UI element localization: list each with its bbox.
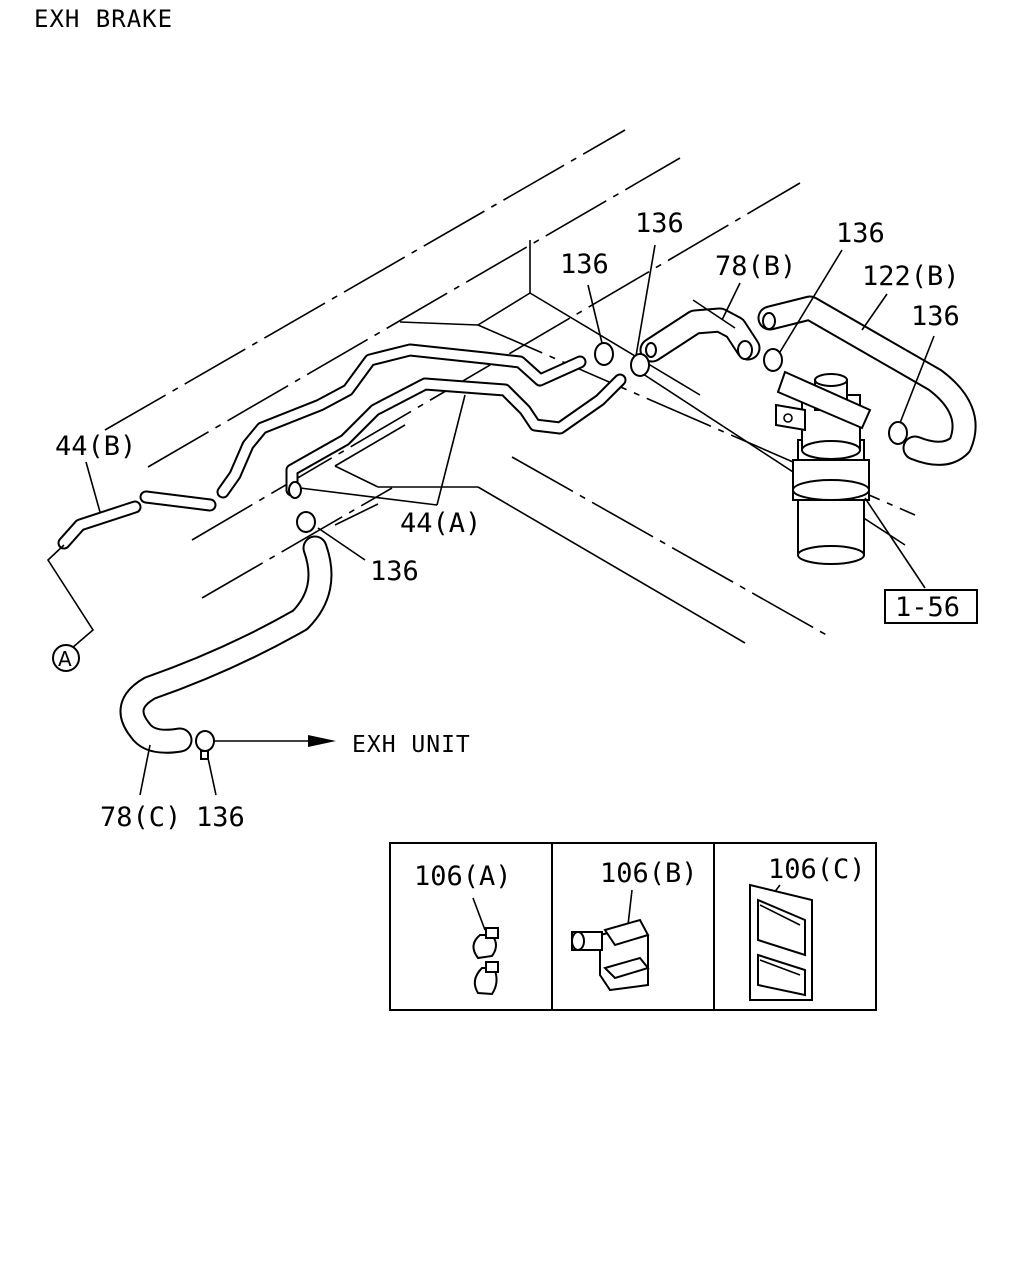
hose-78b <box>639 307 761 363</box>
reference-label: 1-56 <box>895 592 960 623</box>
hose-122b <box>757 295 977 466</box>
hose-44a <box>285 373 627 497</box>
reference-box: 1-56 <box>884 589 978 624</box>
hose-78c <box>119 535 333 754</box>
clip-106a-drawing <box>472 897 499 996</box>
clip-106c-label: 106(C) <box>768 854 866 885</box>
exh-unit-arrow <box>215 735 336 747</box>
leader-lines <box>46 244 935 796</box>
clip-106c-drawing <box>749 883 813 1001</box>
callout-136-lower: 136 <box>370 556 419 587</box>
callout-136-top-mid: 136 <box>635 208 684 239</box>
diagram-title: EXH BRAKE <box>34 5 173 33</box>
exh-unit-label: EXH UNIT <box>352 732 471 758</box>
hose-44b <box>57 343 587 550</box>
callout-136-right: 136 <box>836 218 885 249</box>
exhaust-brake-valve <box>775 370 872 565</box>
marker-a-label: A <box>58 647 72 671</box>
hose-clamps <box>195 312 908 760</box>
clip-106b-drawing <box>571 889 650 992</box>
clip-106b-label: 106(B) <box>600 858 698 889</box>
callout-136-far-right: 136 <box>911 301 960 332</box>
clip-panels: 106(A) 106(B) 106(C) <box>389 842 877 1011</box>
callout-44b: 44(B) <box>55 431 136 462</box>
callout-78c: 78(C) <box>100 802 181 833</box>
callout-136-bottom: 136 <box>196 802 245 833</box>
clip-106a-label: 106(A) <box>414 861 512 892</box>
callout-136-top-left: 136 <box>560 249 609 280</box>
callout-78b: 78(B) <box>715 251 796 282</box>
connection-marker-a: A <box>52 644 80 672</box>
callout-122b: 122(B) <box>862 261 960 292</box>
callout-44a: 44(A) <box>400 508 481 539</box>
